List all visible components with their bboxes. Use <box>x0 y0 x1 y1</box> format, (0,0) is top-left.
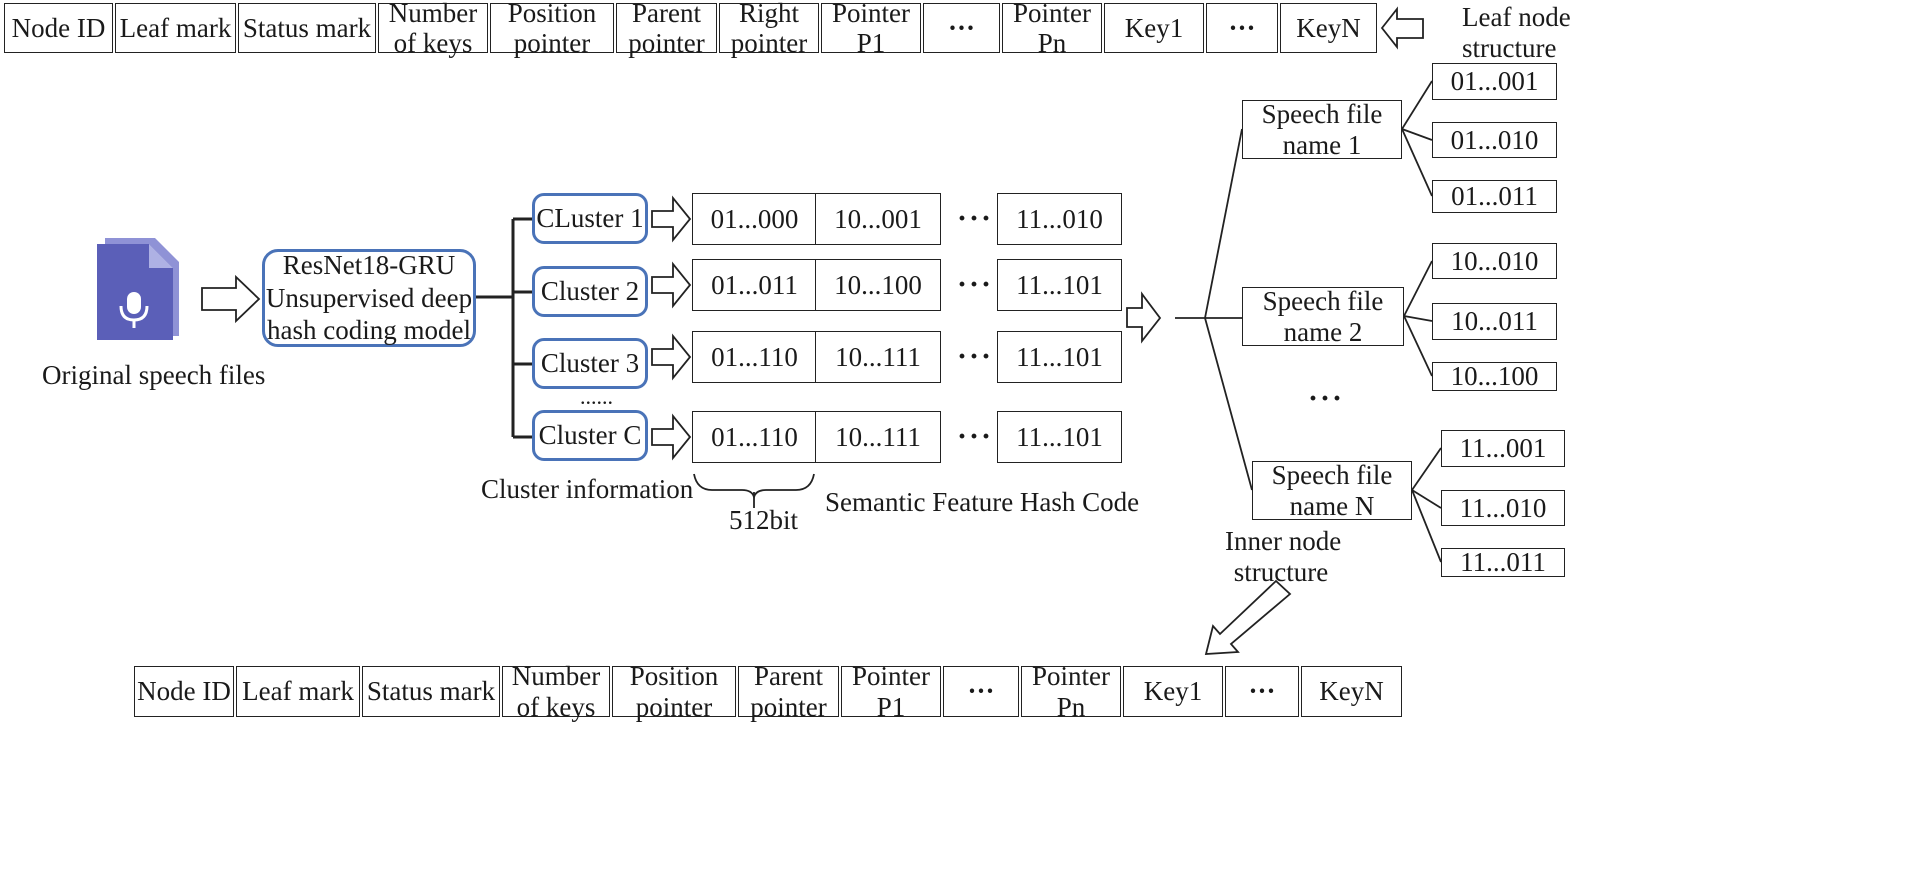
hash-cell: 10...111 <box>815 411 941 463</box>
cluster-caption: Cluster information <box>481 474 694 504</box>
hash-cell: 11...010 <box>997 193 1122 245</box>
inner-field-keyn: KeyN <box>1301 666 1402 717</box>
inner-field-status-mark: Status mark <box>362 666 500 717</box>
code-box: 01...010 <box>1432 122 1557 158</box>
cluster-to-hash-arrow <box>651 333 692 381</box>
hash-cell: 11...101 <box>997 411 1122 463</box>
inner-node-structure-label: Inner node structure <box>1225 526 1342 588</box>
hash-to-tree-arrow <box>1126 291 1162 344</box>
hash-cell: 10...111 <box>815 331 941 383</box>
cluster-to-hash-arrow <box>651 195 692 243</box>
cluster-ellipsis: ...... <box>580 384 613 409</box>
cluster-to-hash-arrow <box>651 261 692 309</box>
leaf-field-keyn: KeyN <box>1280 3 1377 53</box>
inner-field-ellipsis-2: ··· <box>1225 666 1299 717</box>
cluster-box-2: Cluster 2 <box>532 266 648 317</box>
cluster-box-3: Cluster 3 <box>532 338 648 389</box>
bit-length-label: 512bit <box>729 505 799 535</box>
cluster-to-hash-arrow <box>651 413 692 461</box>
hash-gap: ··· <box>957 340 994 373</box>
inner-field-key1: Key1 <box>1123 666 1223 717</box>
leaf-field-node-id: Node ID <box>4 3 113 53</box>
hash-cell: 11...101 <box>997 331 1122 383</box>
hash-cell: 11...101 <box>997 259 1122 311</box>
hash-cell: 10...100 <box>815 259 941 311</box>
hash-gap: ··· <box>957 268 994 301</box>
code-box: 11...001 <box>1441 430 1565 467</box>
hash-gap: ··· <box>957 202 994 235</box>
hash-cell: 01...110 <box>692 411 817 463</box>
leaf-field-key1: Key1 <box>1104 3 1204 53</box>
input-label: Original speech files <box>42 360 266 390</box>
input-to-model-arrow <box>201 274 261 324</box>
code-box: 10...100 <box>1432 361 1557 391</box>
code-box: 01...011 <box>1432 180 1557 213</box>
leaf-field-status-mark: Status mark <box>238 3 376 53</box>
hash-cell: 10...001 <box>815 193 941 245</box>
hash-cell: 01...011 <box>692 259 817 311</box>
code-box: 10...010 <box>1432 243 1557 279</box>
inner-field-node-id: Node ID <box>134 666 234 717</box>
cluster-box-c: Cluster C <box>532 410 648 461</box>
code-box: 01...001 <box>1432 63 1557 100</box>
leaf-field-ellipsis-1: ··· <box>923 3 1000 53</box>
inner-structure-arrow <box>1204 579 1292 655</box>
code-box: 11...010 <box>1441 490 1565 526</box>
leaf-field-ellipsis-2: ··· <box>1206 3 1278 53</box>
speech-file-icon <box>97 236 187 341</box>
leaf-structure-arrow <box>1380 6 1424 50</box>
code-box: 11...011 <box>1441 547 1565 577</box>
inner-field-ellipsis-1: ··· <box>943 666 1019 717</box>
hash-cell: 01...110 <box>692 331 817 383</box>
speech-file-ellipsis: ··· <box>1308 382 1345 415</box>
hash-code-caption: Semantic Feature Hash Code <box>825 487 1140 517</box>
cluster-box-1: CLuster 1 <box>532 193 648 244</box>
hash-cell: 01...000 <box>692 193 817 245</box>
inner-field-leaf-mark: Leaf mark <box>236 666 360 717</box>
hash-gap: ··· <box>957 420 994 453</box>
code-box: 10...011 <box>1432 303 1557 340</box>
model-box: ResNet18-GRU Unsupervised deep hash codi… <box>262 249 476 347</box>
leaf-field-leaf-mark: Leaf mark <box>115 3 236 53</box>
